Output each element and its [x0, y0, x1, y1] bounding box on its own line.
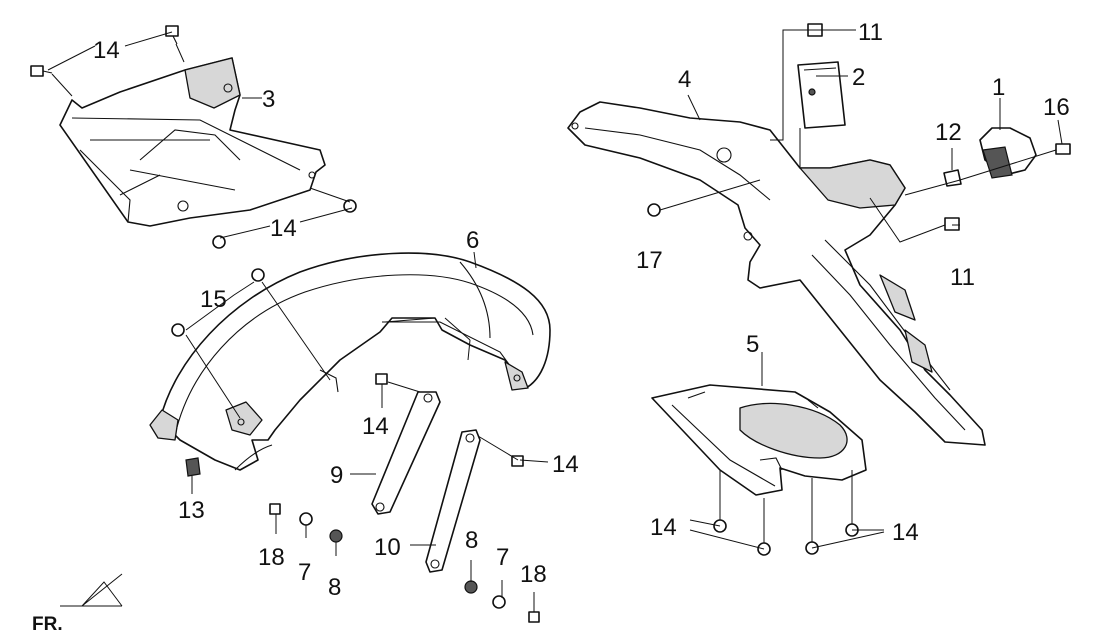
callout-14: 14: [362, 413, 389, 440]
callout-14: 14: [892, 519, 919, 546]
part-4-license-bracket: [567, 101, 986, 446]
callout-7: 7: [496, 544, 509, 571]
callout-6: 6: [466, 227, 479, 254]
leader-lines: [47, 29, 1063, 612]
front-label: FR.: [32, 614, 63, 635]
callout-5: 5: [746, 331, 759, 358]
part-10-stay: [425, 429, 481, 573]
callout-14: 14: [93, 37, 120, 64]
callout-16: 16: [1043, 94, 1070, 121]
callout-7: 7: [298, 559, 311, 586]
callout-8: 8: [328, 574, 341, 601]
callout-8: 8: [465, 527, 478, 554]
callout-2: 2: [852, 64, 865, 91]
nut-8-b: [464, 580, 478, 594]
nut-17: [647, 203, 661, 217]
part-6-rear-fender: [149, 252, 551, 471]
bolt-18-a: [269, 503, 281, 515]
front-direction-indicator: FR.: [32, 573, 123, 635]
callout-9: 9: [330, 462, 343, 489]
callout-numbers: 14 3 14 4 11 2 1 16 12 11 17 6 15 14 14 …: [93, 19, 1070, 601]
callout-10: 10: [374, 534, 401, 561]
washer-7-b: [492, 595, 506, 609]
callout-17: 17: [636, 247, 663, 274]
clip-15-b: [171, 323, 185, 337]
callout-3: 3: [262, 86, 275, 113]
bolt-14-b: [165, 25, 179, 45]
callout-18: 18: [258, 544, 285, 571]
part-1-license-light: [979, 127, 1037, 179]
clip-15-a: [251, 268, 265, 282]
bolt-11-b: [944, 217, 960, 231]
part-2-reflector: [797, 61, 846, 129]
callout-14: 14: [552, 451, 579, 478]
part-9-stay: [371, 391, 441, 515]
bolt-14-c: [212, 235, 226, 249]
bolt-14-e: [375, 373, 388, 385]
part-5-splash-plate: [651, 384, 867, 496]
callout-4: 4: [678, 66, 691, 93]
callout-11: 11: [858, 19, 883, 46]
callout-15: 15: [200, 286, 227, 313]
callout-14: 14: [270, 215, 297, 242]
bolt-14-a: [30, 65, 53, 77]
callout-12: 12: [935, 119, 962, 146]
bolt-18-b: [528, 611, 540, 623]
nut-13: [185, 457, 201, 477]
clip-12: [943, 169, 962, 187]
callout-1: 1: [992, 74, 1005, 101]
callout-13: 13: [178, 497, 205, 524]
nut-8-a: [329, 529, 343, 543]
callout-11: 11: [950, 264, 975, 291]
callout-18: 18: [520, 561, 547, 588]
washer-7-a: [299, 512, 313, 526]
part-3-undertray: [59, 57, 326, 227]
screw-16: [1055, 143, 1071, 155]
bolt-14-f: [511, 455, 524, 467]
callout-14: 14: [650, 514, 677, 541]
